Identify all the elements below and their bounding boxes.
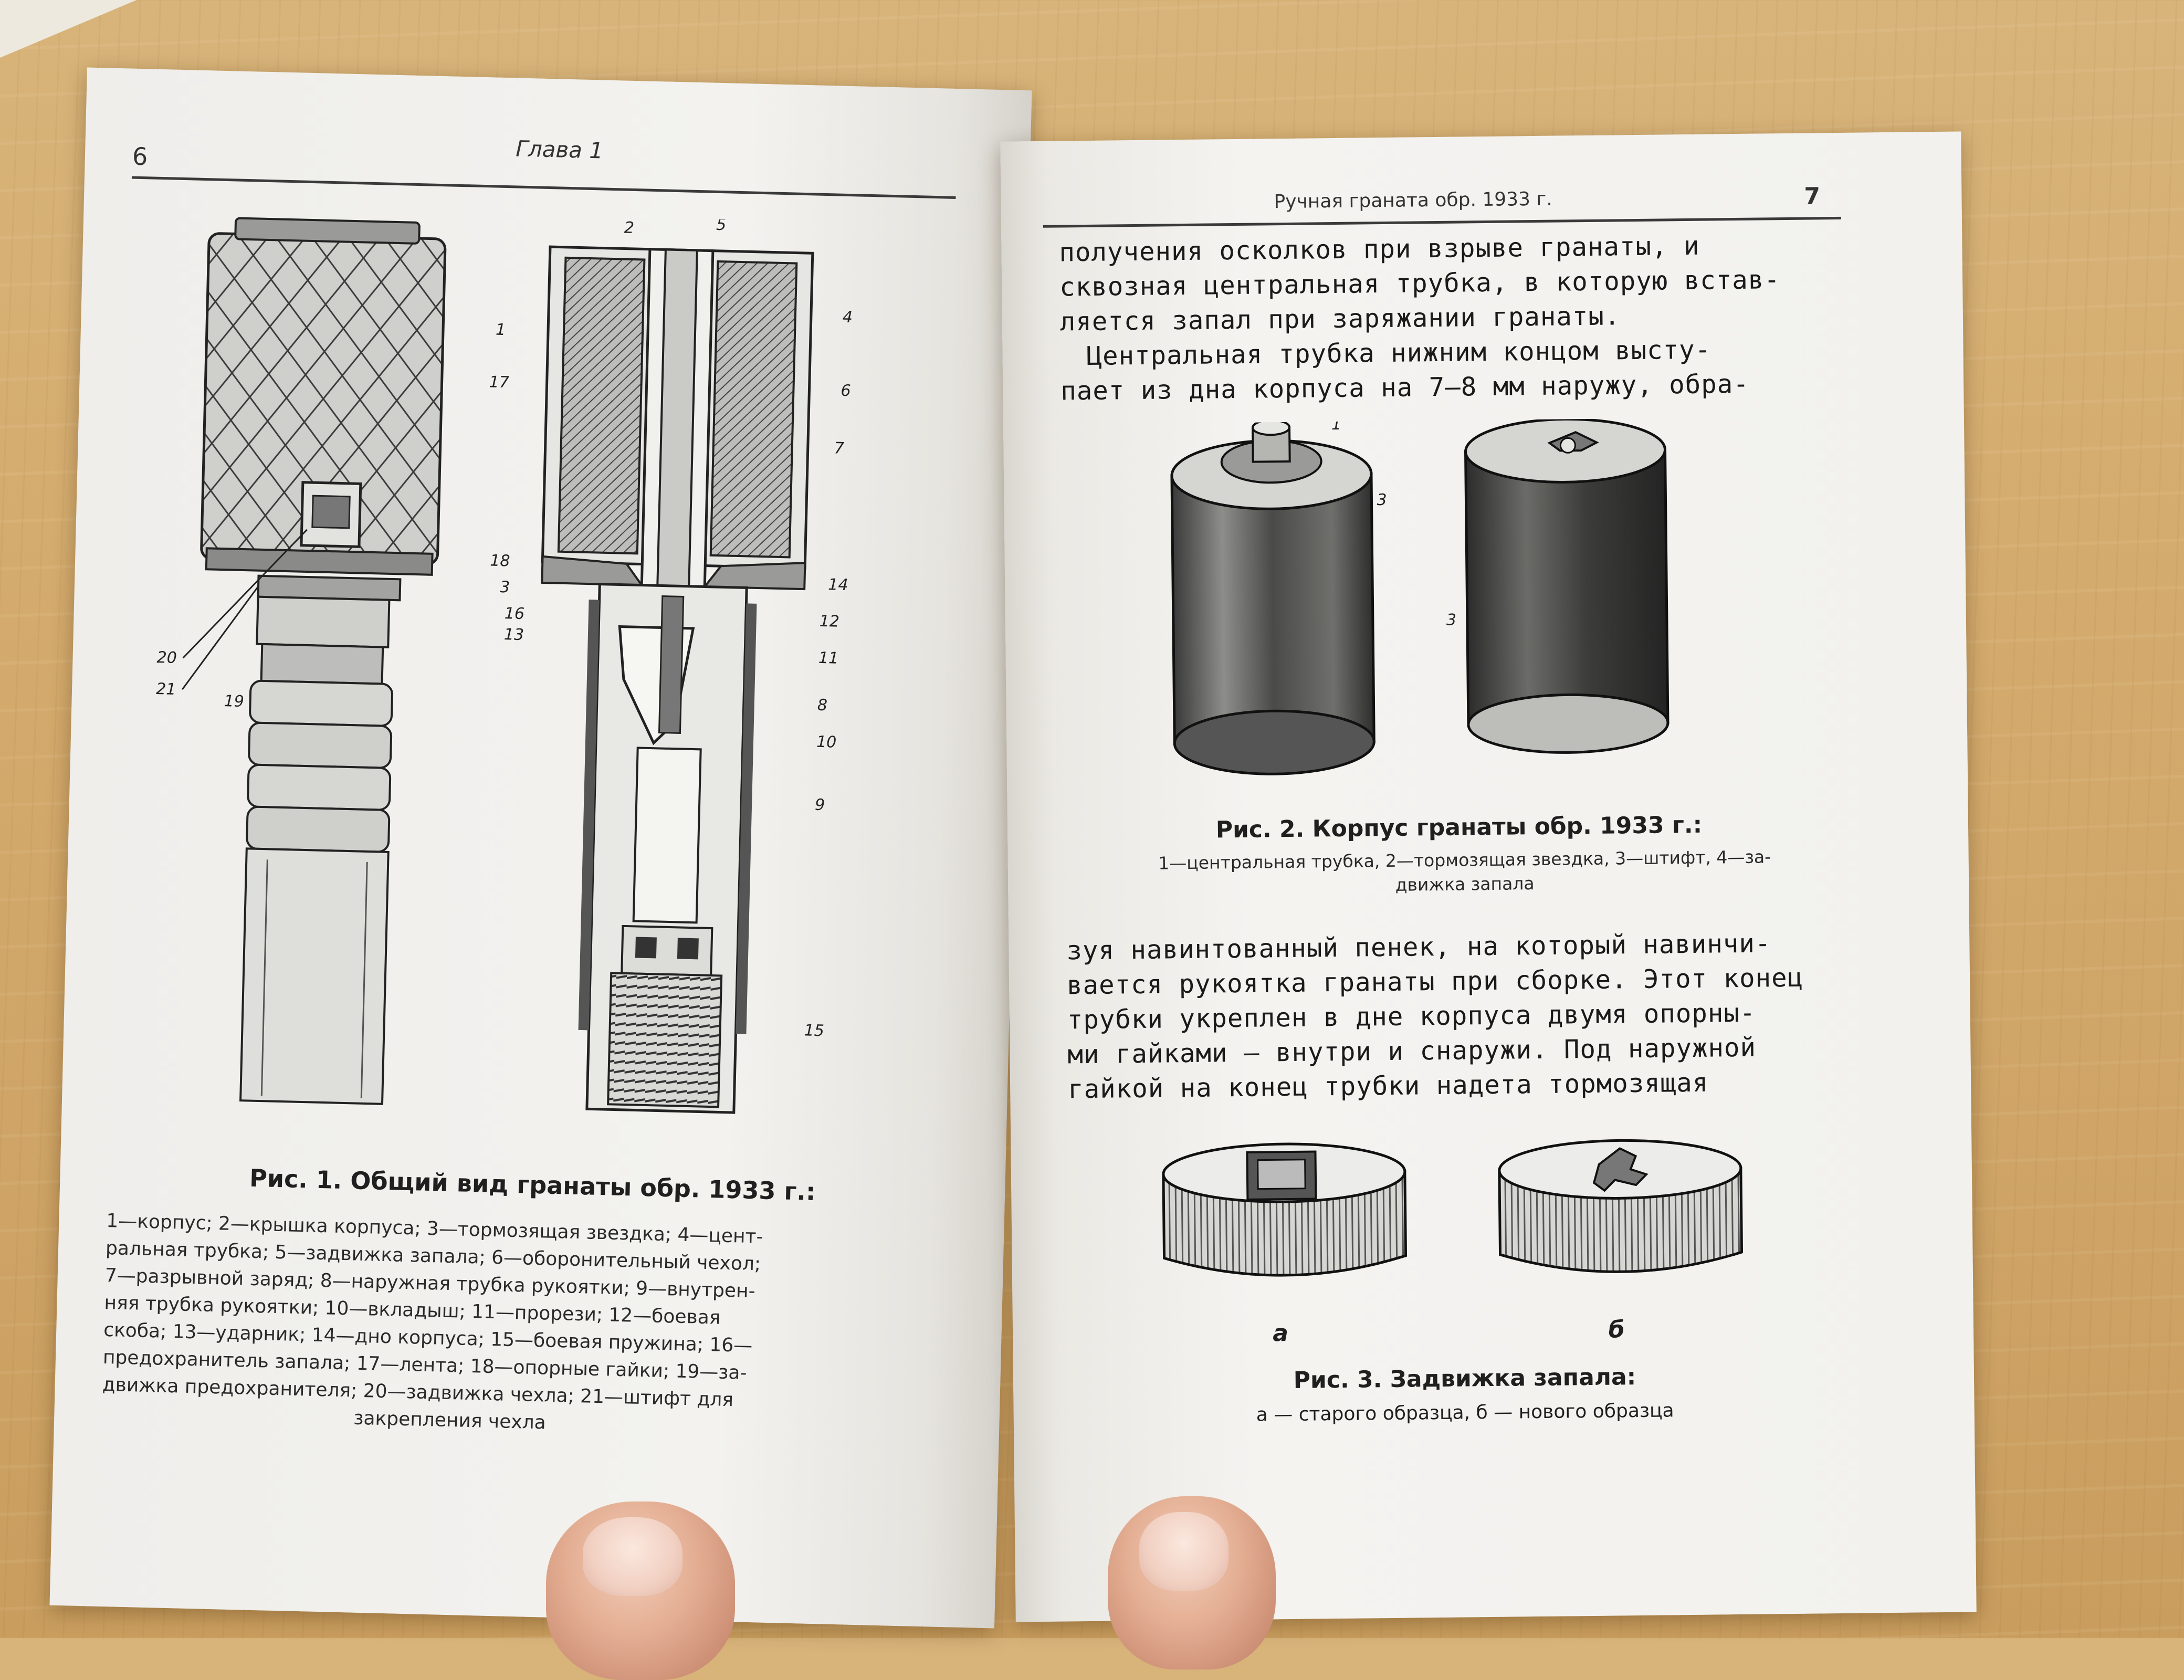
figure-3-fuse-latch-drawing (1162, 1139, 1744, 1277)
figure-1-label-4: 4 (842, 308, 853, 327)
paragraph-2: зуя навинтованный пенек, на который нави… (1066, 926, 1804, 1107)
figure-1-label-10: 10 (816, 733, 837, 752)
grenade-body-with-star: 2 1 3 (1170, 417, 1387, 775)
figure-2-label-1: 1 (1331, 417, 1341, 434)
figure-2-legend: 1—центральная трубка, 2—тормозящая звезд… (1070, 844, 1858, 901)
figure-1-label-2: 2 (624, 219, 634, 237)
figure-1-label-9: 9 (815, 796, 825, 814)
figure-2-caption: Рис. 2. Корпус гранаты обр. 1933 г.: (1215, 811, 1703, 844)
text-line: гайкой на конец трубки надета тормозящая (1067, 1067, 1709, 1105)
left-running-head: Глава 1 (515, 135, 604, 164)
figure-1-label-17: 17 (489, 373, 509, 392)
figure-2-label-3a: 3 (1377, 491, 1387, 509)
figure-3-sub-b: б (1608, 1316, 1625, 1343)
text-line: пает из дна корпуса на 7—8 мм наружу, об… (1060, 369, 1750, 406)
figure-1-legend: 1—корпус; 2—крышка корпуса; 3—тормозящая… (101, 1208, 926, 1446)
figure-1-grenade-drawing: 19 21 20 2 5 4 (156, 216, 853, 1114)
figure-1-label-20: 20 (156, 648, 177, 667)
figure-2-grenade-body-drawing: 2 1 3 4 3 (1170, 417, 1670, 775)
figure-1-caption: Рис. 1. Общий вид гранаты обр. 1933 г.: (249, 1163, 816, 1206)
figure-1-label-7: 7 (834, 439, 844, 457)
latch-old-model (1162, 1142, 1408, 1277)
figure-1-label-16: 16 (504, 604, 524, 623)
figure-1-label-15: 15 (804, 1021, 824, 1040)
figure-3-sub-a: а (1272, 1320, 1289, 1347)
figure-3-caption: Рис. 3. Задвижка запала: (1293, 1363, 1636, 1394)
figure-2-label-4: 4 (1581, 417, 1591, 423)
figure-1-label-1: 1 (496, 321, 506, 339)
figure-1-label-11: 11 (818, 649, 839, 668)
figure-1-label-18: 18 (490, 551, 510, 570)
right-header-rule (1043, 216, 1841, 228)
grenade-cutaway (541, 245, 814, 1114)
right-thumb-nail (1139, 1512, 1228, 1591)
left-page: 6 Глава 1 (49, 67, 1032, 1629)
figure-1-label-8: 8 (817, 696, 827, 715)
figure-1-label-3: 3 (500, 578, 510, 596)
figure-3-legend: а — старого образца, б — нового образца (1256, 1400, 1674, 1426)
latch-new-model (1498, 1139, 1744, 1273)
paragraph-1: получения осколков при взрыве гранаты, и… (1059, 228, 1781, 408)
grenade-exterior: 19 21 20 (156, 217, 447, 1105)
grenade-body-with-latch: 4 3 (1446, 417, 1670, 754)
left-header-rule (131, 176, 956, 199)
left-thumb-nail (583, 1517, 682, 1596)
figure-1-label-5: 5 (716, 216, 727, 234)
figure-1-label-6: 6 (841, 382, 851, 400)
figure-1-label-21: 21 (156, 680, 176, 699)
figure-1-label-12: 12 (819, 612, 839, 631)
figure-1-label-19: 19 (224, 692, 244, 711)
right-page-number: 7 (1804, 183, 1821, 210)
figure-2-label-3b: 3 (1446, 611, 1456, 629)
left-page-number: 6 (132, 142, 148, 171)
figure-1-label-14: 14 (828, 575, 848, 594)
right-page: Ручная граната обр. 1933 г. 7 получения … (1000, 131, 1977, 1622)
figure-2-label-2: 2 (1255, 417, 1265, 425)
right-running-head: Ручная граната обр. 1933 г. (1274, 188, 1552, 213)
figure-1-label-13: 13 (503, 625, 524, 644)
